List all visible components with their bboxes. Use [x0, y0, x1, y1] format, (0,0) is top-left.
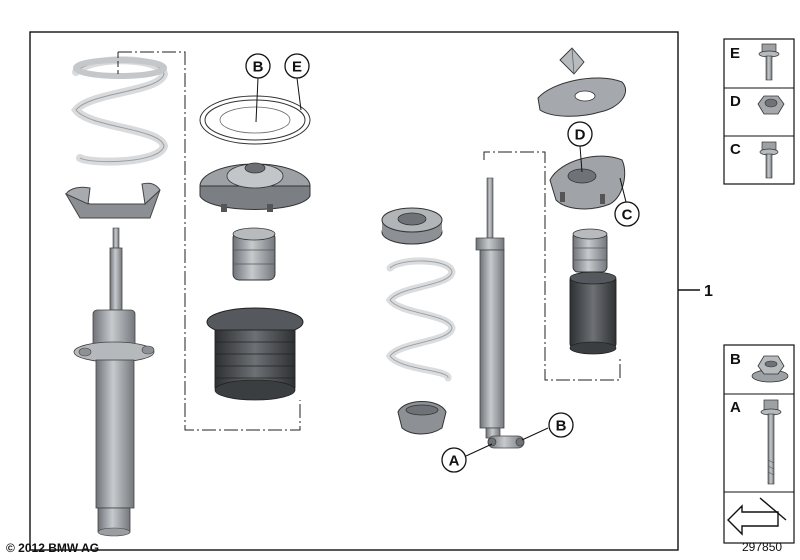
- rear-dust-cover: [569, 271, 617, 355]
- front-top-mount: [199, 162, 311, 212]
- svg-text:B: B: [730, 351, 741, 368]
- svg-text:B: B: [253, 59, 264, 76]
- hex-bolt-icon: [759, 141, 779, 179]
- svg-text:B: B: [556, 418, 567, 435]
- flange-nut-icon: [751, 355, 789, 383]
- copyright-notice: © 2012 BMW AG: [6, 541, 100, 555]
- legend-item-a: A: [730, 399, 782, 485]
- assembly-number: 1: [704, 283, 713, 300]
- direction-arrow-icon: [727, 497, 787, 536]
- svg-text:D: D: [730, 93, 741, 110]
- callout-rear-a: A: [441, 443, 493, 473]
- rear-top-mount: [549, 155, 626, 210]
- front-assembly-bracket: [118, 51, 301, 431]
- callout-rear-c: C: [614, 177, 640, 227]
- front-coil-spring: [70, 56, 169, 166]
- legend-item-e: E: [730, 43, 780, 81]
- rear-top-clip: [559, 47, 585, 75]
- callout-front-e: E: [284, 53, 310, 111]
- front-dust-boot: [206, 307, 304, 401]
- assembly-frame: [29, 31, 679, 551]
- svg-text:C: C: [730, 141, 741, 158]
- legend-item-d: D: [730, 93, 785, 115]
- front-strut-body: [73, 227, 155, 537]
- legend-bottom: [723, 344, 795, 544]
- front-spring-pad: [64, 182, 161, 219]
- svg-text:D: D: [575, 127, 586, 144]
- drawing-number: 297850: [742, 540, 783, 554]
- rear-lower-spring-pad: [397, 401, 447, 435]
- legend-top: [723, 38, 795, 185]
- callout-front-b: B: [245, 53, 271, 123]
- flange-bolt-icon: [758, 43, 780, 81]
- svg-text:A: A: [449, 453, 460, 470]
- rear-spring-seat: [381, 207, 443, 245]
- legend-item-b: B: [730, 351, 789, 383]
- callout-rear-d: D: [567, 121, 593, 173]
- rear-coil-spring: [385, 257, 456, 382]
- callout-rear-b: B: [521, 412, 574, 441]
- rear-upper-gasket: [537, 77, 627, 117]
- hex-nut-icon: [757, 95, 785, 115]
- legend-item-c: C: [730, 141, 779, 179]
- svg-text:C: C: [622, 207, 633, 224]
- front-upper-gasket: [199, 95, 311, 145]
- long-bolt-icon: [760, 399, 782, 485]
- svg-text:E: E: [292, 59, 302, 76]
- svg-text:E: E: [730, 45, 740, 62]
- rear-shock-absorber: [475, 177, 525, 449]
- front-bump-stop: [232, 227, 276, 281]
- rear-bump-stop: [572, 228, 608, 273]
- rear-assembly-bracket: [483, 151, 621, 381]
- svg-text:A: A: [730, 399, 741, 416]
